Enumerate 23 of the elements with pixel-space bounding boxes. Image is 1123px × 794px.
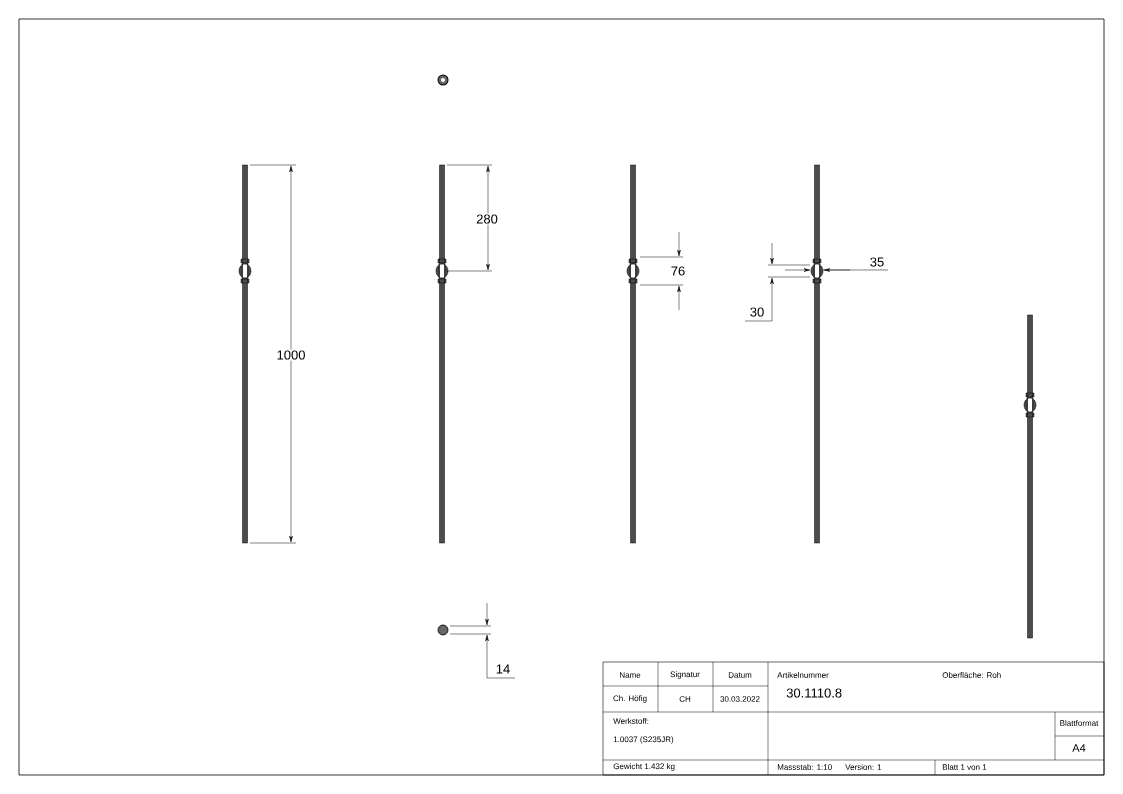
cell-text: 1.0037 (S235JR) — [613, 736, 674, 744]
article-number: 30.1110.8 — [786, 688, 842, 698]
field-label: Blattformat — [1060, 720, 1099, 726]
dimension-text: 14 — [494, 663, 512, 675]
dimension-text: 30 — [748, 306, 766, 318]
cell-text: A4 — [1072, 744, 1086, 752]
column-header: Name — [620, 672, 641, 678]
dimension-text: 1000 — [275, 349, 307, 361]
cell-text: Massstab: 1:10 — [777, 764, 832, 770]
field-label: Artikelnummer — [777, 672, 829, 678]
dimension-text: 280 — [475, 213, 499, 225]
field-label: Werkstoff: — [613, 718, 649, 724]
cell-text: Blatt 1 von 1 — [942, 764, 987, 770]
cell-text: CH — [679, 696, 691, 702]
cell-text: 30.03.2022 — [720, 696, 760, 702]
cell-text: Version: 1 — [845, 764, 882, 770]
column-header: Datum — [728, 672, 752, 678]
column-header: Signatur — [670, 671, 700, 679]
dimension-text: 76 — [669, 265, 687, 277]
cell-text: Ch. Höfig — [613, 695, 647, 703]
field-label: Oberfläche: Roh — [942, 672, 1001, 678]
cell-text: Gewicht 1.432 kg — [613, 763, 675, 771]
dimension-text: 35 — [868, 256, 886, 268]
